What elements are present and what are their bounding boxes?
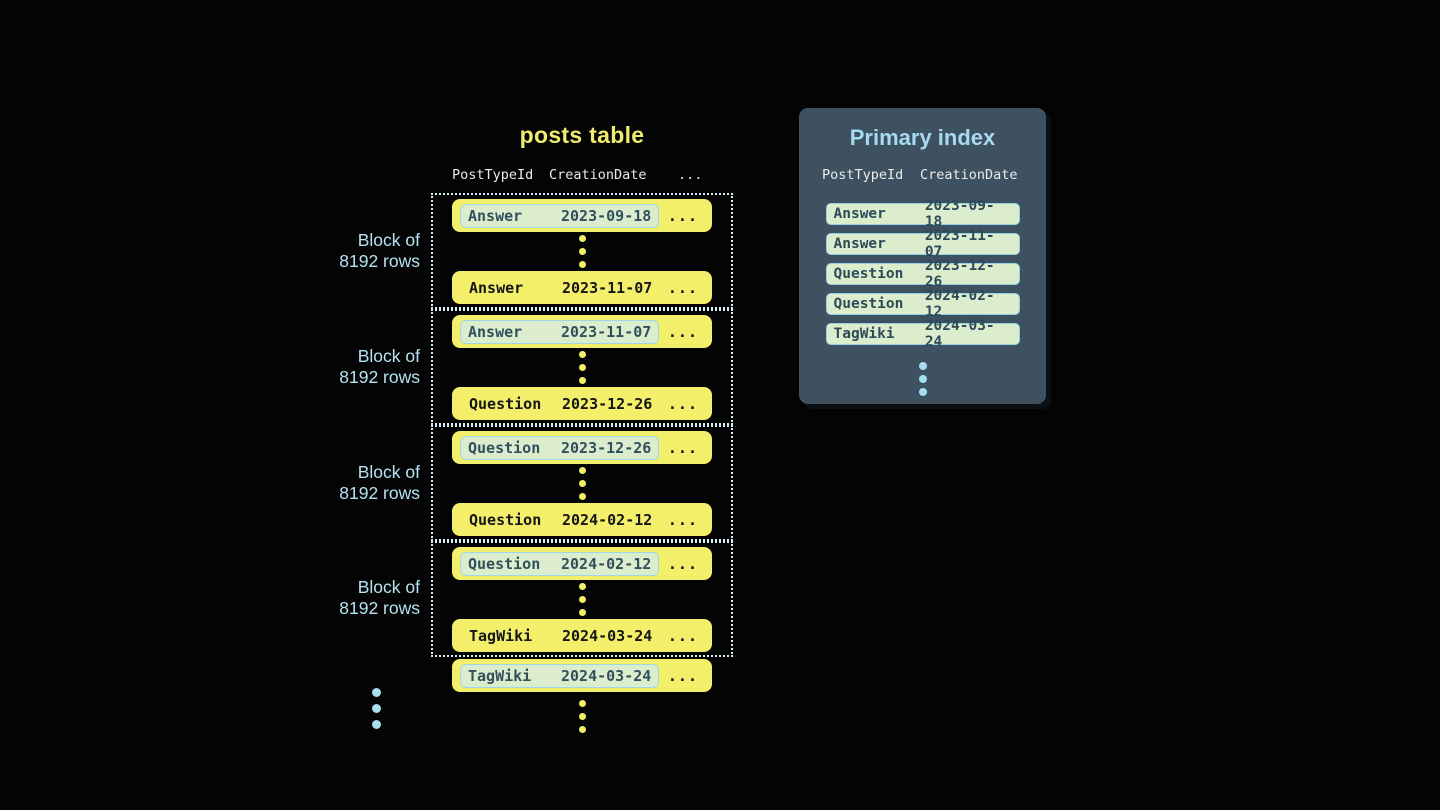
vertical-ellipsis-icon: [578, 232, 586, 271]
block-label-line2: 8192 rows: [339, 483, 420, 503]
row-creationdate: 2024-03-24: [924, 318, 995, 350]
row-posttypeid: Question: [469, 510, 542, 529]
row-posttypeid: TagWiki: [469, 626, 533, 645]
block-1-last-row: Answer 2023-11-07 ...: [452, 271, 712, 304]
block-2-label: Block of 8192 rows: [270, 346, 420, 388]
block-2: Answer 2023-11-07 ... Question 2023-12-26 …: [431, 309, 733, 425]
posts-table-title: posts table: [519, 122, 645, 148]
trailing-row: TagWiki 2024-03-24 ...: [452, 659, 712, 692]
block-3: Question 2023-12-26 ... Question 2024-02-1…: [431, 425, 733, 541]
block-2-first-row: Answer 2023-11-07 ...: [452, 315, 712, 348]
block-label-line1: Block of: [357, 230, 420, 250]
row-posttypeid: Answer: [833, 206, 886, 222]
vertical-ellipsis-icon: [578, 348, 586, 387]
row-creationdate: 2023-11-07: [924, 228, 995, 260]
primary-index-panel: Primary index: [799, 108, 1046, 404]
vertical-ellipsis-icon: [572, 697, 592, 736]
row-creationdate: 2024-03-24: [561, 666, 652, 685]
block-4-label: Block of 8192 rows: [270, 577, 420, 619]
block-label-line2: 8192 rows: [339, 251, 420, 271]
primary-index-rows: Answer 2023-09-18 Answer 2023-11-07 Questi…: [799, 198, 1046, 398]
row-creationdate: 2023-11-07: [562, 278, 653, 297]
row-creationdate: 2024-02-12: [561, 554, 652, 573]
primary-index-column-header: PostTypeId CreationDate: [822, 167, 1018, 183]
block-4-last-row: TagWiki 2024-03-24 ...: [452, 619, 712, 652]
block-label-line2: 8192 rows: [339, 598, 420, 618]
row-creationdate: 2023-12-26: [924, 258, 995, 290]
row-more: ...: [667, 206, 698, 225]
row-more: ...: [667, 438, 698, 457]
row-posttypeid: Question: [833, 296, 904, 312]
block-4: Question 2024-02-12 ... TagWiki 2024-03-24…: [431, 541, 733, 657]
index-row-1: Answer 2023-09-18: [825, 198, 1020, 230]
row-creationdate: 2023-11-07: [561, 322, 652, 341]
block-1-label: Block of 8192 rows: [270, 230, 420, 272]
row-more: ...: [667, 554, 698, 573]
posts-table-column-header: PostTypeId CreationDate...: [452, 167, 702, 183]
vertical-ellipsis-icon: [918, 359, 927, 398]
block-4-first-row: Question 2024-02-12 ...: [452, 547, 712, 580]
row-creationdate: 2023-09-18: [561, 206, 652, 225]
indexed-key-highlight: Question 2024-02-12: [460, 551, 660, 576]
vertical-ellipsis-icon: [367, 684, 385, 732]
column-posttypeid: PostTypeId: [822, 167, 904, 183]
row-more: ...: [667, 322, 698, 341]
column-posttypeid: PostTypeId: [452, 167, 534, 183]
posts-table-blocks: Answer 2023-09-18 ... Answer 2023-11-07 ..…: [431, 193, 733, 657]
row-more: ...: [667, 510, 698, 529]
row-posttypeid: TagWiki: [468, 666, 532, 685]
column-more: ...: [678, 167, 703, 183]
row-creationdate: 2023-12-26: [562, 394, 653, 413]
index-row-4: Question 2024-02-12: [825, 288, 1020, 320]
row-posttypeid: Question: [468, 554, 541, 573]
indexed-key-highlight: Answer 2023-09-18: [460, 203, 660, 228]
block-3-first-row: Question 2023-12-26 ...: [452, 431, 712, 464]
row-posttypeid: Question: [833, 266, 904, 282]
block-label-line1: Block of: [357, 346, 420, 366]
block-1-first-row: Answer 2023-09-18 ...: [452, 199, 712, 232]
row-posttypeid: Question: [468, 438, 541, 457]
row-posttypeid: Answer: [468, 322, 523, 341]
block-3-last-row: Question 2024-02-12 ...: [452, 503, 712, 536]
row-posttypeid: Answer: [468, 206, 523, 225]
block-label-line1: Block of: [357, 577, 420, 597]
indexed-key-highlight: Answer 2023-11-07: [460, 319, 660, 344]
index-row-5: TagWiki 2024-03-24: [825, 318, 1020, 350]
primary-index-title: Primary index: [849, 125, 996, 150]
index-row-3: Question 2023-12-26: [825, 258, 1020, 290]
column-creationdate: CreationDate: [549, 167, 647, 183]
row-posttypeid: Answer: [833, 236, 886, 252]
row-creationdate: 2023-09-18: [924, 198, 995, 230]
indexed-key-highlight: Question 2023-12-26: [460, 435, 660, 460]
block-label-line2: 8192 rows: [339, 367, 420, 387]
row-more: ...: [667, 666, 698, 685]
row-posttypeid: TagWiki: [833, 326, 895, 342]
row-more: ...: [667, 278, 698, 297]
vertical-ellipsis-icon: [578, 464, 586, 503]
block-1: Answer 2023-09-18 ... Answer 2023-11-07 ..…: [431, 193, 733, 309]
block-2-last-row: Question 2023-12-26 ...: [452, 387, 712, 420]
block-label-line1: Block of: [357, 462, 420, 482]
row-posttypeid: Answer: [469, 278, 524, 297]
indexed-key-highlight: TagWiki 2024-03-24: [460, 663, 660, 688]
row-creationdate: 2023-12-26: [561, 438, 652, 457]
row-creationdate: 2024-02-12: [924, 288, 995, 320]
row-more: ...: [667, 626, 698, 645]
row-more: ...: [667, 394, 698, 413]
row-posttypeid: Question: [469, 394, 542, 413]
block-3-label: Block of 8192 rows: [270, 462, 420, 504]
row-creationdate: 2024-02-12: [562, 510, 653, 529]
column-creationdate: CreationDate: [920, 167, 1018, 183]
row-creationdate: 2024-03-24: [562, 626, 653, 645]
vertical-ellipsis-icon: [578, 580, 586, 619]
index-row-2: Answer 2023-11-07: [825, 228, 1020, 260]
